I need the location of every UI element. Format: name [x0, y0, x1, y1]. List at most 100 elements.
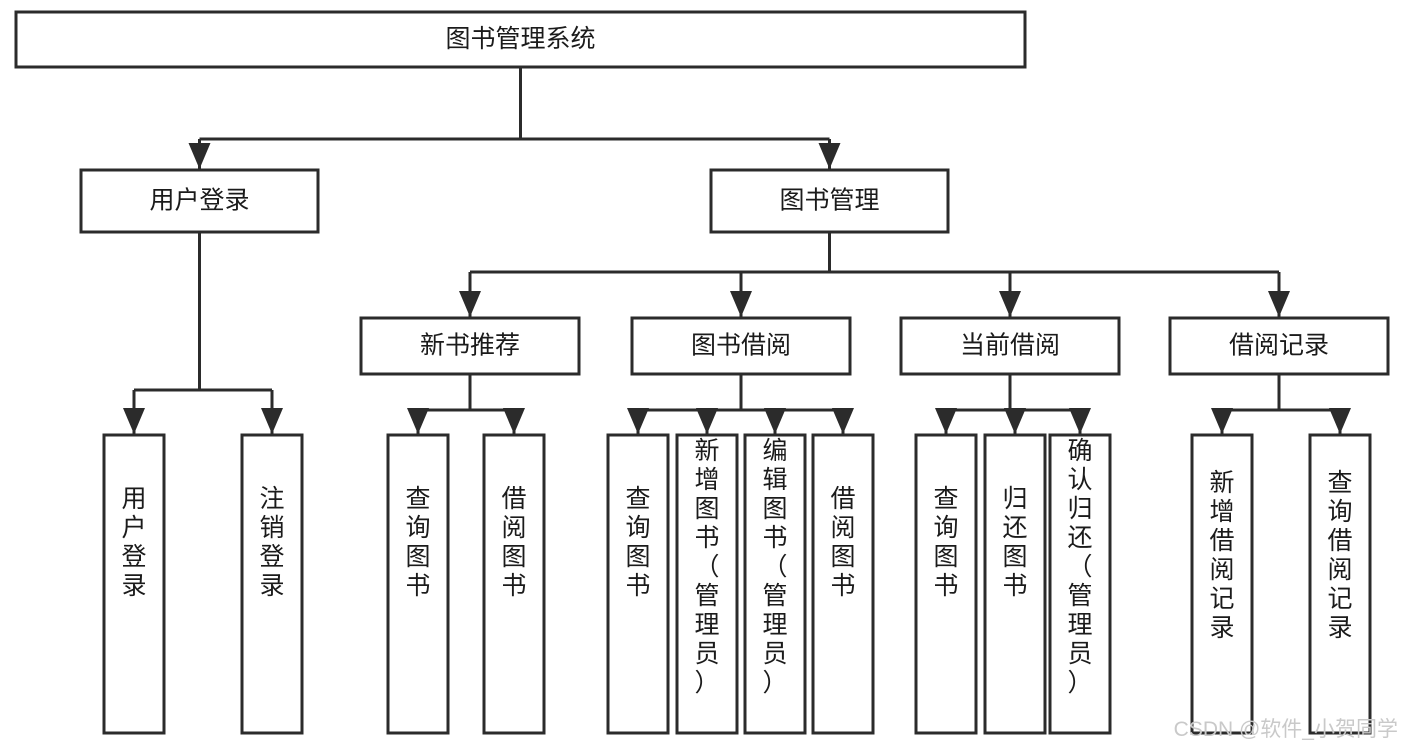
- node-label-char: 管: [762, 582, 787, 610]
- node-label-char: ）: [694, 669, 719, 697]
- node-用户登录-l1-0[interactable]: 用户登录: [79, 168, 320, 234]
- node-label-char: 归: [1002, 485, 1027, 513]
- node-box-用户登录-leaf-0[interactable]: [102, 433, 166, 735]
- node-box-查询图书-leaf-8[interactable]: [914, 433, 978, 735]
- node-box-新增借阅记录-leaf-11[interactable]: [1190, 433, 1254, 735]
- node-box-当前借阅-l2-2[interactable]: [899, 316, 1121, 376]
- node-用户登录-leaf-0[interactable]: 用户登录: [102, 433, 166, 735]
- node-label-char: 注: [259, 485, 284, 513]
- arrow-head-icon: [935, 408, 957, 434]
- node-label-char: 还: [1002, 514, 1027, 542]
- node-图书借阅-l2-1[interactable]: 图书借阅: [630, 316, 852, 376]
- node-label-char: 用: [121, 485, 146, 513]
- node-label-char: 录: [121, 572, 146, 600]
- node-label-char: 录: [1327, 614, 1352, 642]
- node-label-char: 编: [762, 437, 787, 465]
- node-借阅记录-l2-3[interactable]: 借阅记录: [1168, 316, 1390, 376]
- node-新书推荐-l2-0[interactable]: 新书推荐: [359, 316, 581, 376]
- node-box-借阅记录-l2-3[interactable]: [1168, 316, 1390, 376]
- node-label-char: 登: [121, 543, 146, 571]
- node-box-查询图书-leaf-2[interactable]: [386, 433, 450, 735]
- node-label-当前借阅-l2-2: 当前借阅: [960, 332, 1060, 360]
- node-图书管理-l1-1[interactable]: 图书管理: [709, 168, 950, 234]
- arrow-head-icon: [1268, 291, 1290, 317]
- csdn-watermark: CSDN @软件_小贺同学: [1174, 718, 1398, 741]
- node-label-char: （: [694, 553, 719, 581]
- node-label-图书管理-l1-1: 图书管理: [779, 187, 879, 215]
- node-boxes-layer: 图书管理系统用户登录图书管理新书推荐图书借阅当前借阅借阅记录用户登录注销登录查询…: [14, 10, 1390, 735]
- node-label-char: 新: [694, 437, 719, 465]
- node-label-char: 管: [694, 582, 719, 610]
- node-label-char: （: [1067, 553, 1092, 581]
- arrow-head-icon: [1069, 408, 1091, 434]
- node-label-用户登录-l1-0: 用户登录: [149, 187, 249, 215]
- node-box-编辑图书管理员-leaf-6[interactable]: [743, 433, 807, 735]
- node-当前借阅-l2-2[interactable]: 当前借阅: [899, 316, 1121, 376]
- node-label-char: 图: [830, 543, 855, 571]
- node-box-借阅图书-leaf-7[interactable]: [811, 433, 875, 735]
- node-box-借阅图书-leaf-3[interactable]: [482, 433, 546, 735]
- node-box-图书借阅-l2-1[interactable]: [630, 316, 852, 376]
- node-label-char: 书: [405, 572, 430, 600]
- arrow-head-icon: [832, 408, 854, 434]
- node-box-确认归还管理员-leaf-10[interactable]: [1048, 433, 1112, 735]
- node-box-归还图书-leaf-9[interactable]: [983, 433, 1047, 735]
- node-box-新增图书管理员-leaf-5[interactable]: [675, 433, 739, 735]
- node-label-char: 阅: [1327, 556, 1352, 584]
- node-box-查询图书-leaf-4[interactable]: [606, 433, 670, 735]
- node-label-char: ）: [762, 669, 787, 697]
- node-label-char: 询: [1327, 498, 1352, 526]
- node-label-char: 认: [1067, 466, 1092, 494]
- arrow-head-icon: [627, 408, 649, 434]
- node-label-char: 辑: [762, 466, 787, 494]
- node-label-char: 员: [694, 640, 719, 668]
- arrow-head-icon: [730, 291, 752, 317]
- node-box-新书推荐-l2-0[interactable]: [359, 316, 581, 376]
- node-图书管理系统-root[interactable]: 图书管理系统: [14, 10, 1027, 69]
- node-box-图书管理-l1-1[interactable]: [709, 168, 950, 234]
- node-box-图书管理系统-root[interactable]: [14, 10, 1027, 69]
- node-label-char: 书: [933, 572, 958, 600]
- node-label-char: 户: [121, 514, 146, 542]
- node-box-注销登录-leaf-1[interactable]: [240, 433, 304, 735]
- node-label-char: ）: [1067, 669, 1092, 697]
- node-label-char: 管: [1067, 582, 1092, 610]
- arrow-head-icon: [999, 291, 1021, 317]
- node-box-用户登录-l1-0[interactable]: [79, 168, 320, 234]
- node-label-char: 销: [259, 514, 284, 542]
- arrow-head-icon: [459, 291, 481, 317]
- node-box-查询借阅记录-leaf-12[interactable]: [1308, 433, 1372, 735]
- node-label-char: 增: [694, 466, 719, 494]
- node-label-char: 增: [1209, 498, 1234, 526]
- node-label-char: 图: [933, 543, 958, 571]
- node-label-图书借阅-l2-1: 图书借阅: [691, 332, 791, 360]
- node-label-char: 借: [830, 485, 855, 513]
- node-label-char: 记: [1327, 585, 1352, 613]
- node-label-char: 图: [762, 495, 787, 523]
- node-label-char: 查: [933, 485, 958, 513]
- node-label-char: 还: [1067, 524, 1092, 552]
- node-label-char: 理: [762, 611, 787, 639]
- node-label-char: 借: [1209, 527, 1234, 555]
- arrow-head-icon: [407, 408, 429, 434]
- node-label-char: 记: [1209, 585, 1234, 613]
- arrow-head-icon: [188, 143, 211, 169]
- node-label-char: 归: [1067, 495, 1092, 523]
- node-label-char: 书: [830, 572, 855, 600]
- arrow-head-icon: [818, 143, 841, 169]
- arrow-head-icon: [764, 408, 786, 434]
- node-label-char: 查: [405, 485, 430, 513]
